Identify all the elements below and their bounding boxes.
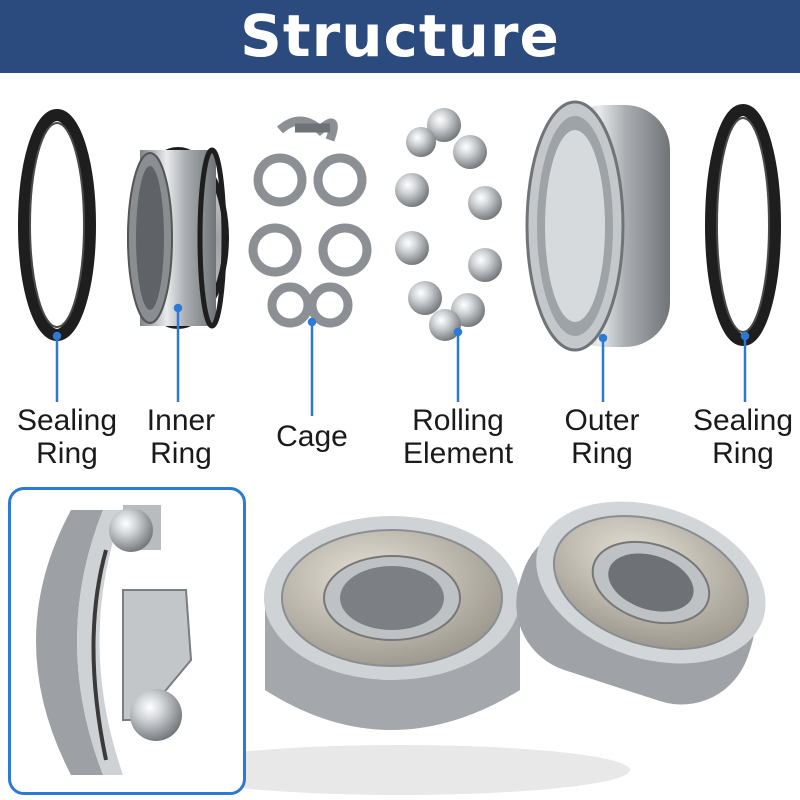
header-banner bbox=[0, 0, 800, 73]
assembled-bearing-icon bbox=[170, 501, 766, 795]
leader-lines bbox=[52, 303, 750, 416]
rolling-element-icon bbox=[395, 108, 502, 341]
cage-icon bbox=[248, 116, 372, 328]
label-line2: Ring bbox=[36, 437, 98, 470]
label-line1: Rolling bbox=[412, 404, 504, 437]
cross-section-detail bbox=[8, 487, 246, 795]
label-line2: Ring bbox=[571, 437, 633, 470]
inner-ring-icon bbox=[127, 147, 229, 329]
label-rolling-element: Rolling Element bbox=[383, 404, 533, 470]
label-line1: Sealing bbox=[692, 404, 794, 437]
label-line1: Inner bbox=[146, 404, 216, 437]
label-line1: Sealing bbox=[16, 404, 118, 437]
label-inner-ring: Inner Ring bbox=[106, 404, 256, 470]
label-line1: Outer bbox=[564, 404, 640, 437]
sealing-ring-icon bbox=[705, 104, 781, 346]
label-sealing-ring-right: Sealing Ring bbox=[668, 404, 800, 470]
label-line2: Ring bbox=[712, 437, 774, 470]
label-line1: Cage bbox=[276, 420, 348, 453]
label-line2: Ring bbox=[150, 437, 212, 470]
label-sealing-ring-left: Sealing Ring bbox=[0, 404, 142, 470]
page-title: Structure bbox=[240, 2, 560, 70]
label-outer-ring: Outer Ring bbox=[527, 404, 677, 470]
sealing-ring-icon bbox=[18, 109, 96, 341]
label-cage: Cage bbox=[237, 420, 387, 453]
label-line2: Element bbox=[402, 437, 514, 470]
outer-ring-icon bbox=[525, 100, 670, 352]
bearing-cross-section-icon bbox=[36, 505, 193, 775]
